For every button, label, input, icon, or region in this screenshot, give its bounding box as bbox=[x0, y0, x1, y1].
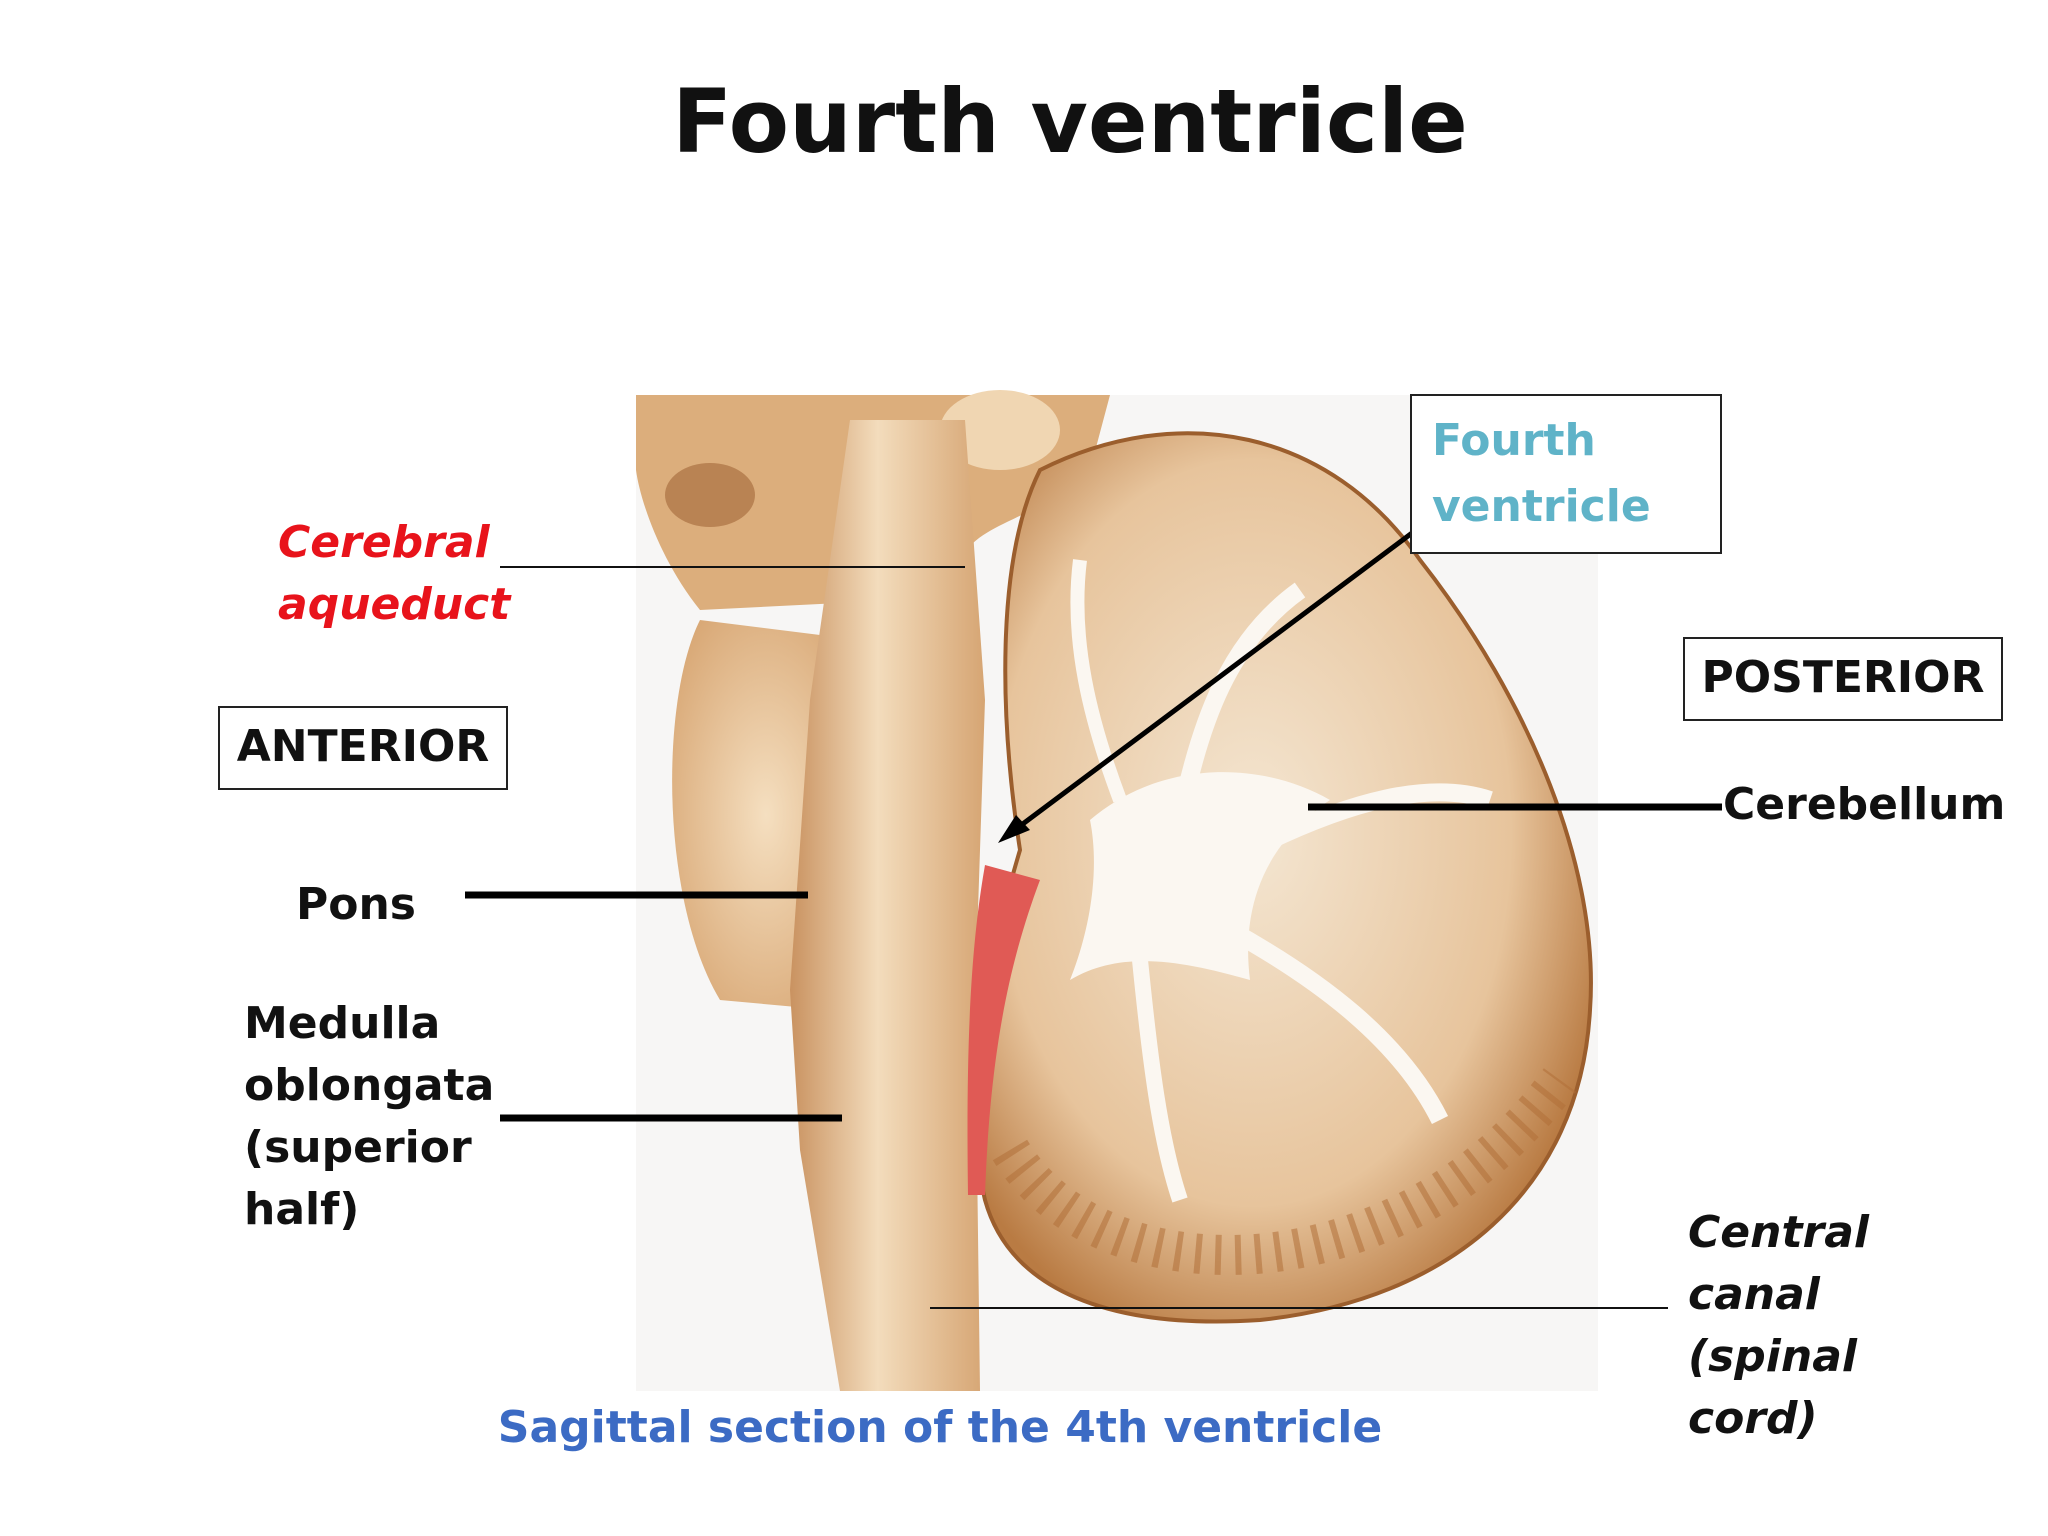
fourth-ventricle-arrowhead bbox=[998, 815, 1030, 843]
medulla-line-1: Medulla bbox=[244, 998, 441, 1049]
posterior-box: POSTERIOR bbox=[1683, 637, 2003, 721]
medulla-line-3: (superior bbox=[244, 1122, 472, 1173]
figure-caption: Sagittal section of the 4th ventricle bbox=[497, 1402, 1383, 1453]
cerebral-aqueduct-label: Cerebral aqueduct bbox=[278, 512, 510, 636]
central-canal-line-4: cord) bbox=[1688, 1393, 1818, 1444]
cerebral-aqueduct-line-2: aqueduct bbox=[278, 579, 511, 630]
central-canal-line-2: canal bbox=[1688, 1269, 1820, 1320]
medulla-line-2: oblongata bbox=[244, 1060, 495, 1111]
cerebellum-branch-1 bbox=[1171, 582, 1306, 822]
medulla-line-4: half) bbox=[244, 1184, 360, 1235]
central-canal-line-1: Central bbox=[1688, 1207, 1869, 1258]
fourth-ventricle-line-2: ventricle bbox=[1432, 481, 1651, 532]
medulla-label: Medulla oblongata (superior half) bbox=[244, 993, 494, 1241]
cerebral-aqueduct-line-1: Cerebral bbox=[278, 517, 490, 568]
anterior-label: ANTERIOR bbox=[236, 721, 490, 772]
brainstem-column bbox=[790, 420, 985, 1391]
cerebellum-branch-3 bbox=[1225, 922, 1449, 1125]
cerebellum-label: Cerebellum bbox=[1723, 779, 2006, 830]
optic-structure bbox=[665, 463, 755, 527]
cerebellum-folia-outer bbox=[992, 1068, 1577, 1275]
page-title: Fourth ventricle bbox=[672, 70, 1468, 173]
anterior-box: ANTERIOR bbox=[218, 706, 508, 790]
cerebellum-branch-5 bbox=[1070, 559, 1127, 803]
fourth-ventricle-box: Fourth ventricle bbox=[1410, 394, 1722, 554]
colliculus-shape bbox=[940, 390, 1060, 470]
cerebellum-white-matter bbox=[1070, 772, 1330, 980]
central-canal-label: Central canal (spinal cord) bbox=[1688, 1202, 1869, 1450]
cerebellum-branch-2 bbox=[1245, 783, 1493, 859]
fourth-ventricle-cavity bbox=[967, 865, 1040, 1195]
posterior-label: POSTERIOR bbox=[1701, 652, 1985, 703]
pons-label: Pons bbox=[296, 879, 416, 930]
fourth-ventricle-arrow bbox=[1006, 530, 1414, 838]
central-canal-line-3: (spinal bbox=[1688, 1331, 1857, 1382]
cerebellum-branch-4 bbox=[1132, 959, 1188, 1203]
fourth-ventricle-line-1: Fourth bbox=[1432, 415, 1596, 466]
